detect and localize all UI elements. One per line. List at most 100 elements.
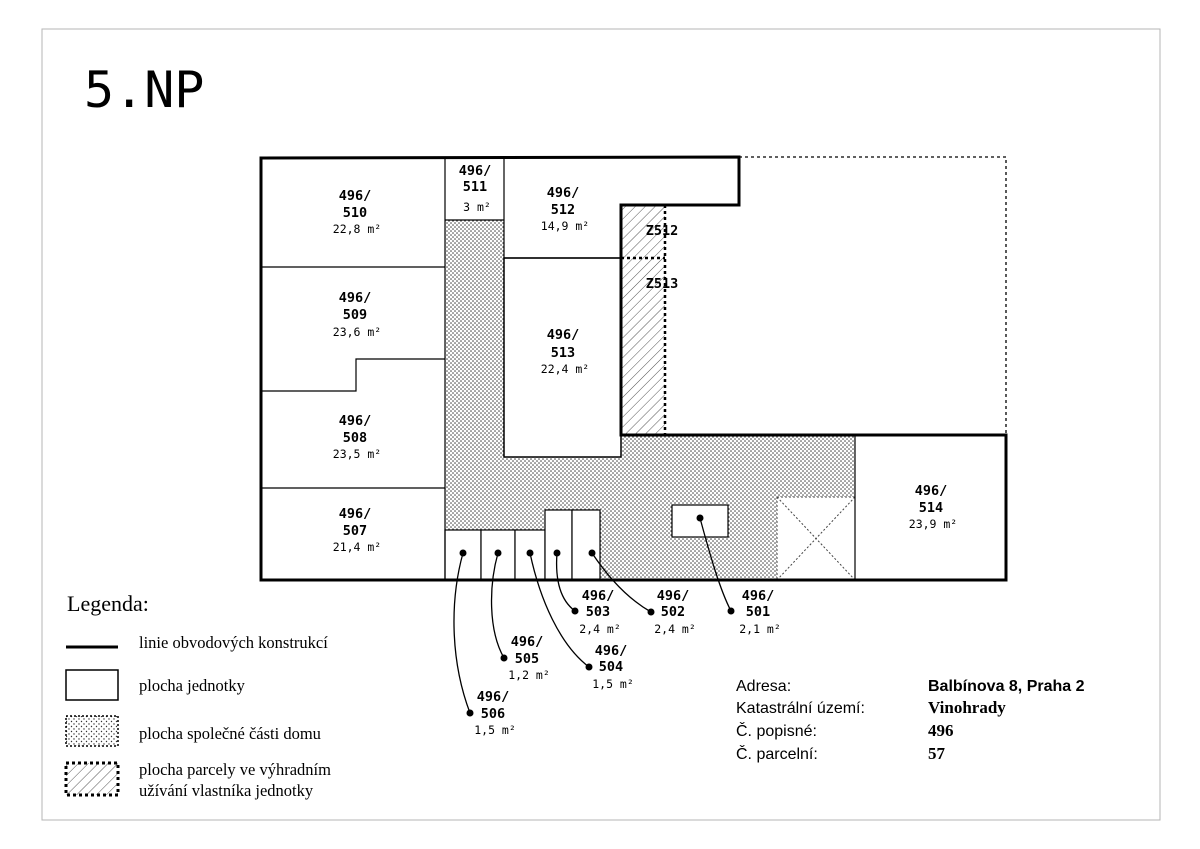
unit-label-507: 496/ 507 21,4 m² <box>333 506 381 554</box>
svg-text:496/: 496/ <box>915 483 948 499</box>
unit-label-511: 496/ 511 3 m² <box>459 163 492 214</box>
parcel-dashed-border <box>621 205 667 435</box>
unit-label-510: 496/ 510 22,8 m² <box>333 188 381 236</box>
zone-label-z513: Z513 <box>646 276 679 292</box>
svg-text:496/: 496/ <box>742 588 775 604</box>
svg-text:496/: 496/ <box>339 506 372 522</box>
dot-505-end <box>500 654 508 662</box>
parcelni-value: 57 <box>928 744 946 763</box>
svg-text:1,5 m²: 1,5 m² <box>592 677 634 691</box>
unit-label-502: 496/ 502 2,4 m² <box>654 588 696 636</box>
svg-text:2,4 m²: 2,4 m² <box>654 622 696 636</box>
dot-505-start <box>494 549 502 557</box>
leader-lines <box>453 517 732 714</box>
svg-text:23,6 m²: 23,6 m² <box>333 325 381 339</box>
svg-text:2,1 m²: 2,1 m² <box>739 622 781 636</box>
unit-label-504: 496/ 504 1,5 m² <box>592 643 634 691</box>
legend-item-parcel-1: plocha parcely ve výhradním <box>139 760 331 779</box>
unit-label-501: 496/ 501 2,1 m² <box>739 588 781 636</box>
leader-501 <box>699 517 732 612</box>
leader-502 <box>591 552 652 613</box>
dot-506-start <box>459 549 467 557</box>
parcelni-label: Č. parcelní: <box>736 744 818 763</box>
svg-text:496/: 496/ <box>511 634 544 650</box>
svg-text:502: 502 <box>661 604 685 620</box>
svg-text:507: 507 <box>343 523 367 539</box>
svg-text:496/: 496/ <box>657 588 690 604</box>
unit-label-508: 496/ 508 23,5 m² <box>333 413 381 461</box>
svg-text:496/: 496/ <box>339 290 372 306</box>
svg-text:501: 501 <box>746 604 770 620</box>
unit-label-509: 496/ 509 23,6 m² <box>333 290 381 339</box>
leader-506 <box>453 552 471 714</box>
unit-label-506: 496/ 506 1,5 m² <box>474 689 516 737</box>
dot-504-end <box>585 663 593 671</box>
address-label: Adresa: <box>736 678 791 695</box>
dot-501-start <box>696 514 704 522</box>
svg-text:1,5 m²: 1,5 m² <box>474 723 516 737</box>
legend-title: Legenda: <box>67 591 149 616</box>
legend-swatch-common <box>65 715 119 747</box>
parcel-z512 <box>621 205 665 258</box>
svg-text:508: 508 <box>343 430 367 446</box>
dot-503-end <box>571 607 579 615</box>
leader-503 <box>555 552 576 612</box>
cell-503 <box>544 509 573 581</box>
svg-text:1,2 m²: 1,2 m² <box>508 668 550 682</box>
svg-text:22,8 m²: 22,8 m² <box>333 222 381 236</box>
unit-label-503: 496/ 503 2,4 m² <box>579 588 621 636</box>
address-value: Balbínova 8, Praha 2 <box>928 678 1085 695</box>
legend-item-common: plocha společné části domu <box>139 724 321 743</box>
svg-text:23,5 m²: 23,5 m² <box>333 447 381 461</box>
svg-text:2,4 m²: 2,4 m² <box>579 622 621 636</box>
svg-text:496/: 496/ <box>595 643 628 659</box>
dot-502-start <box>588 549 596 557</box>
legend-item-perimeter: linie obvodových konstrukcí <box>139 633 328 652</box>
divider-509-508 <box>261 358 445 392</box>
svg-text:496/: 496/ <box>339 413 372 429</box>
svg-text:21,4 m²: 21,4 m² <box>333 540 381 554</box>
svg-text:513: 513 <box>551 345 575 361</box>
leader-504 <box>529 552 590 668</box>
popisne-label: Č. popisné: <box>736 721 817 740</box>
unit-label-514: 496/ 514 23,9 m² <box>909 483 957 531</box>
svg-text:23,9 m²: 23,9 m² <box>909 517 957 531</box>
svg-text:496/: 496/ <box>339 188 372 204</box>
dot-503-start <box>553 549 561 557</box>
legend-item-parcel-2: užívání vlastníka jednotky <box>139 781 314 800</box>
svg-text:505: 505 <box>515 651 539 667</box>
cadastral-label: Katastrální území: <box>736 700 865 717</box>
floor-title: 5.NP <box>84 61 204 119</box>
sheet-frame <box>41 28 1161 821</box>
parcel-z513 <box>621 258 665 435</box>
legend-item-unit: plocha jednotky <box>139 676 246 695</box>
unit-label-505: 496/ 505 1,2 m² <box>508 634 550 682</box>
svg-text:14,9 m²: 14,9 m² <box>541 219 589 233</box>
svg-text:510: 510 <box>343 205 367 221</box>
svg-text:509: 509 <box>343 307 367 323</box>
dot-502-end <box>647 608 655 616</box>
legend-swatch-parcel <box>64 761 120 797</box>
cadastral-value: Vinohrady <box>928 698 1006 717</box>
svg-text:496/: 496/ <box>582 588 615 604</box>
svg-text:504: 504 <box>599 659 623 675</box>
dot-506-end <box>466 709 474 717</box>
svg-text:514: 514 <box>919 500 943 516</box>
svg-text:496/: 496/ <box>459 163 492 179</box>
svg-text:22,4 m²: 22,4 m² <box>541 362 589 376</box>
popisne-value: 496 <box>928 721 954 740</box>
svg-text:496/: 496/ <box>547 327 580 343</box>
zone-label-z512: Z512 <box>646 223 679 239</box>
dot-504-start <box>526 549 534 557</box>
building-perimeter <box>259 155 1008 582</box>
courtyard-dashed-outline <box>739 156 1007 435</box>
legend-swatch-unit <box>65 669 119 701</box>
svg-text:496/: 496/ <box>477 689 510 705</box>
unit-label-512: 496/ 512 14,9 m² <box>541 185 589 233</box>
leader-505 <box>490 552 505 659</box>
dot-501-end <box>727 607 735 615</box>
svg-text:512: 512 <box>551 202 575 218</box>
svg-text:503: 503 <box>586 604 610 620</box>
unit-513-area <box>503 257 622 458</box>
